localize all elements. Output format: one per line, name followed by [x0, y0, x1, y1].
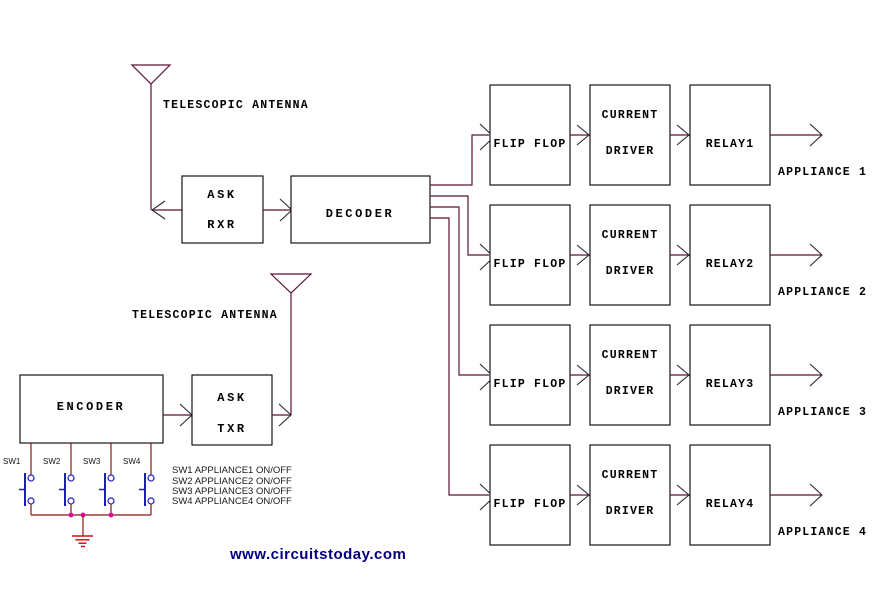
switch-sw4: SW4 [123, 443, 155, 515]
decoder-branch-wire-4 [430, 217, 489, 496]
arrowhead-right-icon [676, 244, 690, 266]
junction-dot [108, 512, 114, 518]
current-driver-box [589, 204, 671, 306]
legend-line: SW2 APPLIANCE2 ON/OFF [172, 476, 292, 487]
channel-row-2: FLIP FLOP CURRENT DRIVER RELAY2 APPLIANC… [479, 204, 867, 306]
junction-dot [68, 512, 74, 518]
relay-box [689, 444, 771, 546]
arrowhead-right-icon [576, 484, 590, 506]
switch-terminal [107, 497, 115, 505]
switch-terminal [67, 497, 75, 505]
switch-sw3: SW3 [83, 443, 115, 515]
relay-box [689, 84, 771, 186]
current-driver-label-line1: CURRENT [602, 469, 659, 482]
arrowhead-right-icon [676, 484, 690, 506]
arrowhead-right-icon [676, 364, 690, 386]
appliance-label: APPLIANCE 3 [778, 406, 867, 419]
switch-legend: SW1 APPLIANCE1 ON/OFF SW2 APPLIANCE2 ON/… [172, 465, 292, 507]
channel-row-1: FLIP FLOP CURRENT DRIVER RELAY1 APPLIANC… [479, 84, 867, 186]
decoder-branch-wire-1 [430, 134, 489, 186]
decoder-branch-wire-3 [430, 206, 489, 376]
current-driver-label-line2: DRIVER [606, 265, 655, 278]
switch-sw1: SW1 [3, 443, 35, 515]
current-driver-label-line2: DRIVER [606, 145, 655, 158]
switch-terminal [147, 474, 155, 482]
ask-rxr-box [181, 175, 264, 244]
flip-flop-box [489, 444, 571, 546]
current-driver-label-line1: CURRENT [602, 109, 659, 122]
current-driver-label-line2: DRIVER [606, 385, 655, 398]
switch-label: SW4 [123, 457, 141, 466]
current-driver-box [589, 324, 671, 426]
arrowhead-right-icon [576, 364, 590, 386]
switch-terminal [107, 474, 115, 482]
antenna-triangle [130, 64, 172, 85]
receiver-section: TELESCOPIC ANTENNA ASK RXR DECODER [130, 64, 489, 496]
ask-txr-label-line1: ASK [217, 391, 246, 405]
arrowhead-right-icon [576, 244, 590, 266]
arrowhead-right-icon [809, 483, 823, 507]
switch-label: SW1 [3, 457, 21, 466]
relay-box [689, 204, 771, 306]
flip-flop-box [489, 84, 571, 186]
encoder-label: ENCODER [57, 400, 126, 414]
current-driver-label-line1: CURRENT [602, 349, 659, 362]
relay-label: RELAY3 [706, 378, 755, 391]
flip-flop-label: FLIP FLOP [494, 378, 567, 391]
arrowhead-left-icon [151, 200, 166, 220]
legend-line: SW3 APPLIANCE3 ON/OFF [172, 486, 292, 497]
legend-line: SW1 APPLIANCE1 ON/OFF [172, 465, 292, 476]
current-driver-label-line1: CURRENT [602, 229, 659, 242]
switch-terminal [67, 474, 75, 482]
ground-icon [72, 515, 93, 548]
arrowhead-right-icon [809, 243, 823, 267]
channel-row-4: FLIP FLOP CURRENT DRIVER RELAY4 APPLIANC… [479, 444, 867, 546]
arrowhead-right-icon [809, 363, 823, 387]
telescopic-antenna-icon [130, 64, 172, 210]
switch-sw2: SW2 [43, 443, 75, 515]
switch-terminal [147, 497, 155, 505]
appliance-label: APPLIANCE 4 [778, 526, 867, 539]
arrowhead-right-icon [676, 124, 690, 146]
arrowhead-right-icon [278, 403, 292, 427]
relay-box [689, 324, 771, 426]
channel-row-3: FLIP FLOP CURRENT DRIVER RELAY3 APPLIANC… [479, 324, 867, 426]
switch-terminal [27, 497, 35, 505]
current-driver-box [589, 444, 671, 546]
relay-label: RELAY1 [706, 138, 755, 151]
decoder-branch-wire-2 [430, 195, 489, 256]
switch-terminal [27, 474, 35, 482]
antenna-triangle [269, 273, 313, 294]
switch-label: SW3 [83, 457, 101, 466]
relay-label: RELAY2 [706, 258, 755, 271]
switch-label: SW2 [43, 457, 61, 466]
flip-flop-label: FLIP FLOP [494, 498, 567, 511]
flip-flop-box [489, 324, 571, 426]
current-driver-label-line2: DRIVER [606, 505, 655, 518]
decoder-box [290, 175, 431, 244]
flip-flop-box [489, 204, 571, 306]
encoder-box [19, 374, 164, 444]
arrowhead-right-icon [576, 124, 590, 146]
appliance-label: APPLIANCE 1 [778, 166, 867, 179]
transmitter-antenna-label: TELESCOPIC ANTENNA [132, 309, 278, 322]
ask-txr-box [191, 374, 273, 446]
ask-rxr-label-line1: ASK [207, 188, 236, 202]
ask-rxr-label-line2: RXR [207, 218, 236, 232]
ask-txr-label-line2: TXR [217, 422, 246, 436]
receiver-antenna-label: TELESCOPIC ANTENNA [163, 99, 309, 112]
arrowhead-right-icon [809, 123, 823, 147]
appliance-label: APPLIANCE 2 [778, 286, 867, 299]
transmitter-section: TELESCOPIC ANTENNA ENCODER ASK TXR SW1 S… [3, 273, 313, 548]
current-driver-box [589, 84, 671, 186]
telescopic-antenna-icon [269, 273, 313, 415]
flip-flop-label: FLIP FLOP [494, 138, 567, 151]
decoder-label: DECODER [326, 207, 395, 221]
relay-label: RELAY4 [706, 498, 755, 511]
flip-flop-label: FLIP FLOP [494, 258, 567, 271]
watermark-text: www.circuitstoday.com [229, 546, 406, 563]
legend-line: SW4 APPLIANCE4 ON/OFF [172, 496, 292, 507]
